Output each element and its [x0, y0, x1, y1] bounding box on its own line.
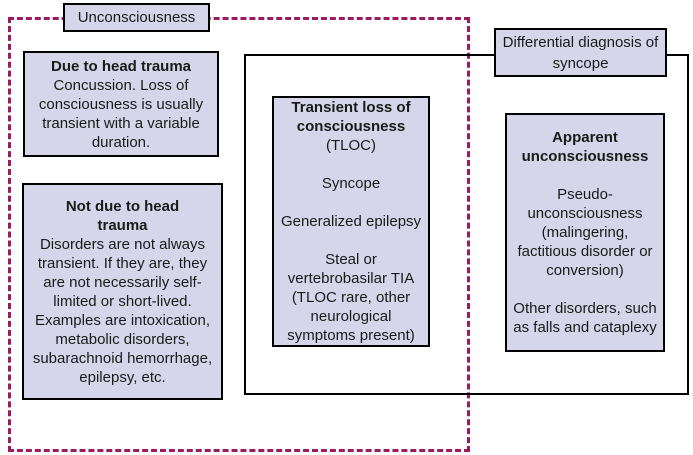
not-due-to-head-trauma-title: Not due to head trauma — [65, 197, 180, 234]
unconsciousness-label-box: Unconsciousness — [63, 3, 210, 32]
tloc-item-generalized-epilepsy: Generalized epilepsy — [280, 213, 422, 230]
differential-diagnosis-label-box: Differential diagnosis of syncope — [494, 28, 667, 77]
differential-diagnosis-label: Differential diagnosis of syncope — [502, 33, 659, 72]
tloc-subtitle: (TLOC) — [326, 137, 376, 154]
due-to-head-trauma-box: Due to head trauma Concussion. Loss of c… — [23, 51, 219, 157]
due-to-head-trauma-body: Concussion. Loss of consciousness is usu… — [38, 76, 204, 151]
not-due-to-head-trauma-box: Not due to head trauma Disorders are not… — [22, 183, 223, 400]
unconsciousness-label: Unconsciousness — [77, 9, 196, 26]
tloc-title: Transient loss of consciousness — [291, 99, 411, 135]
apparent-item-other-disorders: Other disorders, such as falls and catap… — [513, 300, 657, 336]
apparent-unconsciousness-box: Apparent unconsciousness Pseudo-unconsci… — [505, 113, 665, 352]
tloc-item-syncope: Syncope — [321, 175, 381, 192]
apparent-item-pseudo-unconsciousness: Pseudo-unconsciousness (malingering, fac… — [517, 186, 653, 279]
differential-diagnosis-region-outline — [244, 54, 689, 395]
tloc-item-steal-tia: Steal or vertebrobasilar TIA (TLOC rare,… — [287, 251, 415, 344]
not-due-to-head-trauma-body: Disorders are not always transient. If t… — [32, 235, 213, 386]
due-to-head-trauma-title: Due to head trauma — [50, 57, 192, 75]
transient-loss-of-consciousness-box: Transient loss of consciousness (TLOC) S… — [272, 96, 430, 347]
apparent-unconsciousness-title: Apparent unconsciousness — [521, 129, 649, 165]
unconsciousness-region-outline — [8, 17, 470, 452]
